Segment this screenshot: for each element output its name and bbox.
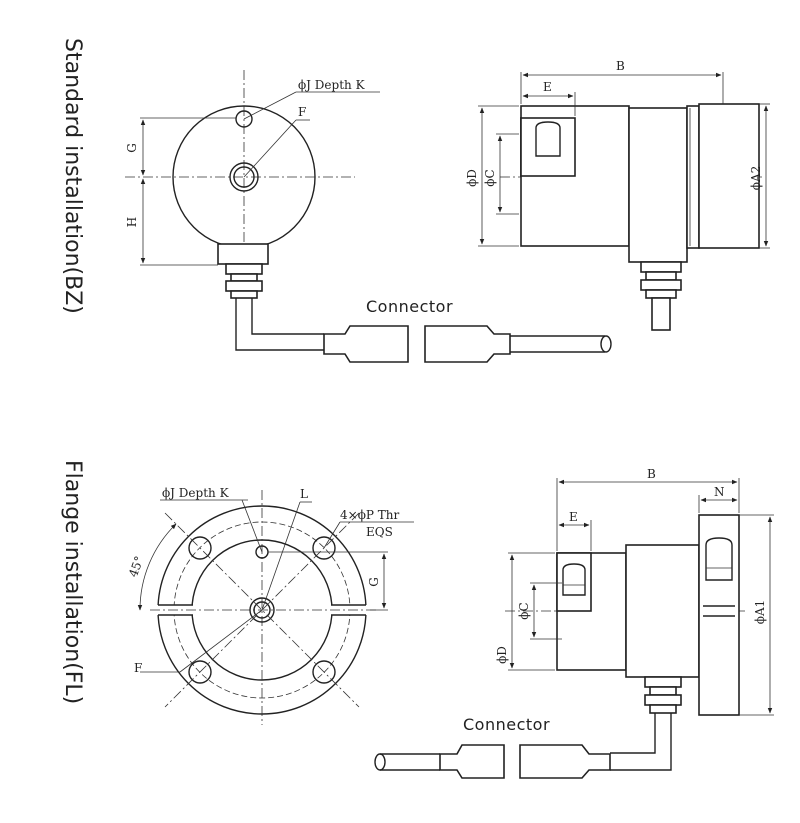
bz-e-label: E [543,80,552,94]
bz-connector-boss [217,243,269,265]
bz-h-label: H [125,217,139,227]
fl-n-label: N [714,485,725,499]
fl-g-label: G [367,577,381,587]
bz-front-view: ϕJ Depth K F G H Connector [125,70,612,363]
bz-section: Standard installation(BZ) ϕJ Depth K F G… [60,38,770,363]
bz-side-view: B E ϕD ϕC ϕA2 [465,59,770,331]
fl-side-view: Connector B N E ϕC ϕD ϕA1 [374,467,774,779]
fl-shaft [556,552,592,612]
bz-connector-label: Connector [366,297,453,316]
fl-a1-label: ϕA1 [753,600,767,624]
bz-title: Standard installation(BZ) [60,38,85,314]
bz-c-label: ϕC [483,169,497,186]
fl-front-view: ϕJ Depth K L 4×ϕP Thr EQS F 45° G [126,486,414,725]
bz-hole-label: ϕJ Depth K [298,78,366,92]
bz-cover [698,103,760,249]
fl-e-label: E [569,510,578,524]
fl-connector-socket [519,744,611,779]
fl-c-label: ϕC [517,602,531,619]
fl-angle-label: 45° [126,554,146,579]
fl-f-label: F [134,661,142,675]
fl-title: Flange installation(FL) [60,460,85,704]
bz-connector-socket [424,325,511,363]
fl-hole-label: ϕJ Depth K [162,486,230,500]
fl-bolt-hole-2 [312,536,336,560]
fl-connector-label: Connector [463,715,550,734]
fl-section: Flange installation(FL) [60,460,774,779]
bz-a2-label: ϕA2 [749,166,763,190]
bz-d-label: ϕD [465,169,479,187]
fl-shaft-outer [249,597,275,623]
bz-f-label: F [298,105,306,119]
bz-b-label: B [616,59,625,73]
bz-g-label: G [125,143,139,153]
fl-d-label: ϕD [495,646,509,664]
fl-bolt-hole-3 [188,660,212,684]
bz-shaft-outer [229,162,259,192]
fl-bolt-hole-1 [188,536,212,560]
fl-connector-plug [439,744,505,779]
fl-thread-label: 4×ϕP Thr [340,508,399,522]
fl-eqs-label: EQS [366,525,393,539]
fl-b-label: B [647,467,656,481]
bz-blind-hole [235,110,253,128]
fl-bolt-hole-4 [312,660,336,684]
fl-l-label: L [300,487,308,501]
fl-housing [625,544,700,678]
bz-connector-plug [323,325,409,363]
bz-shaft-inner [233,166,255,188]
